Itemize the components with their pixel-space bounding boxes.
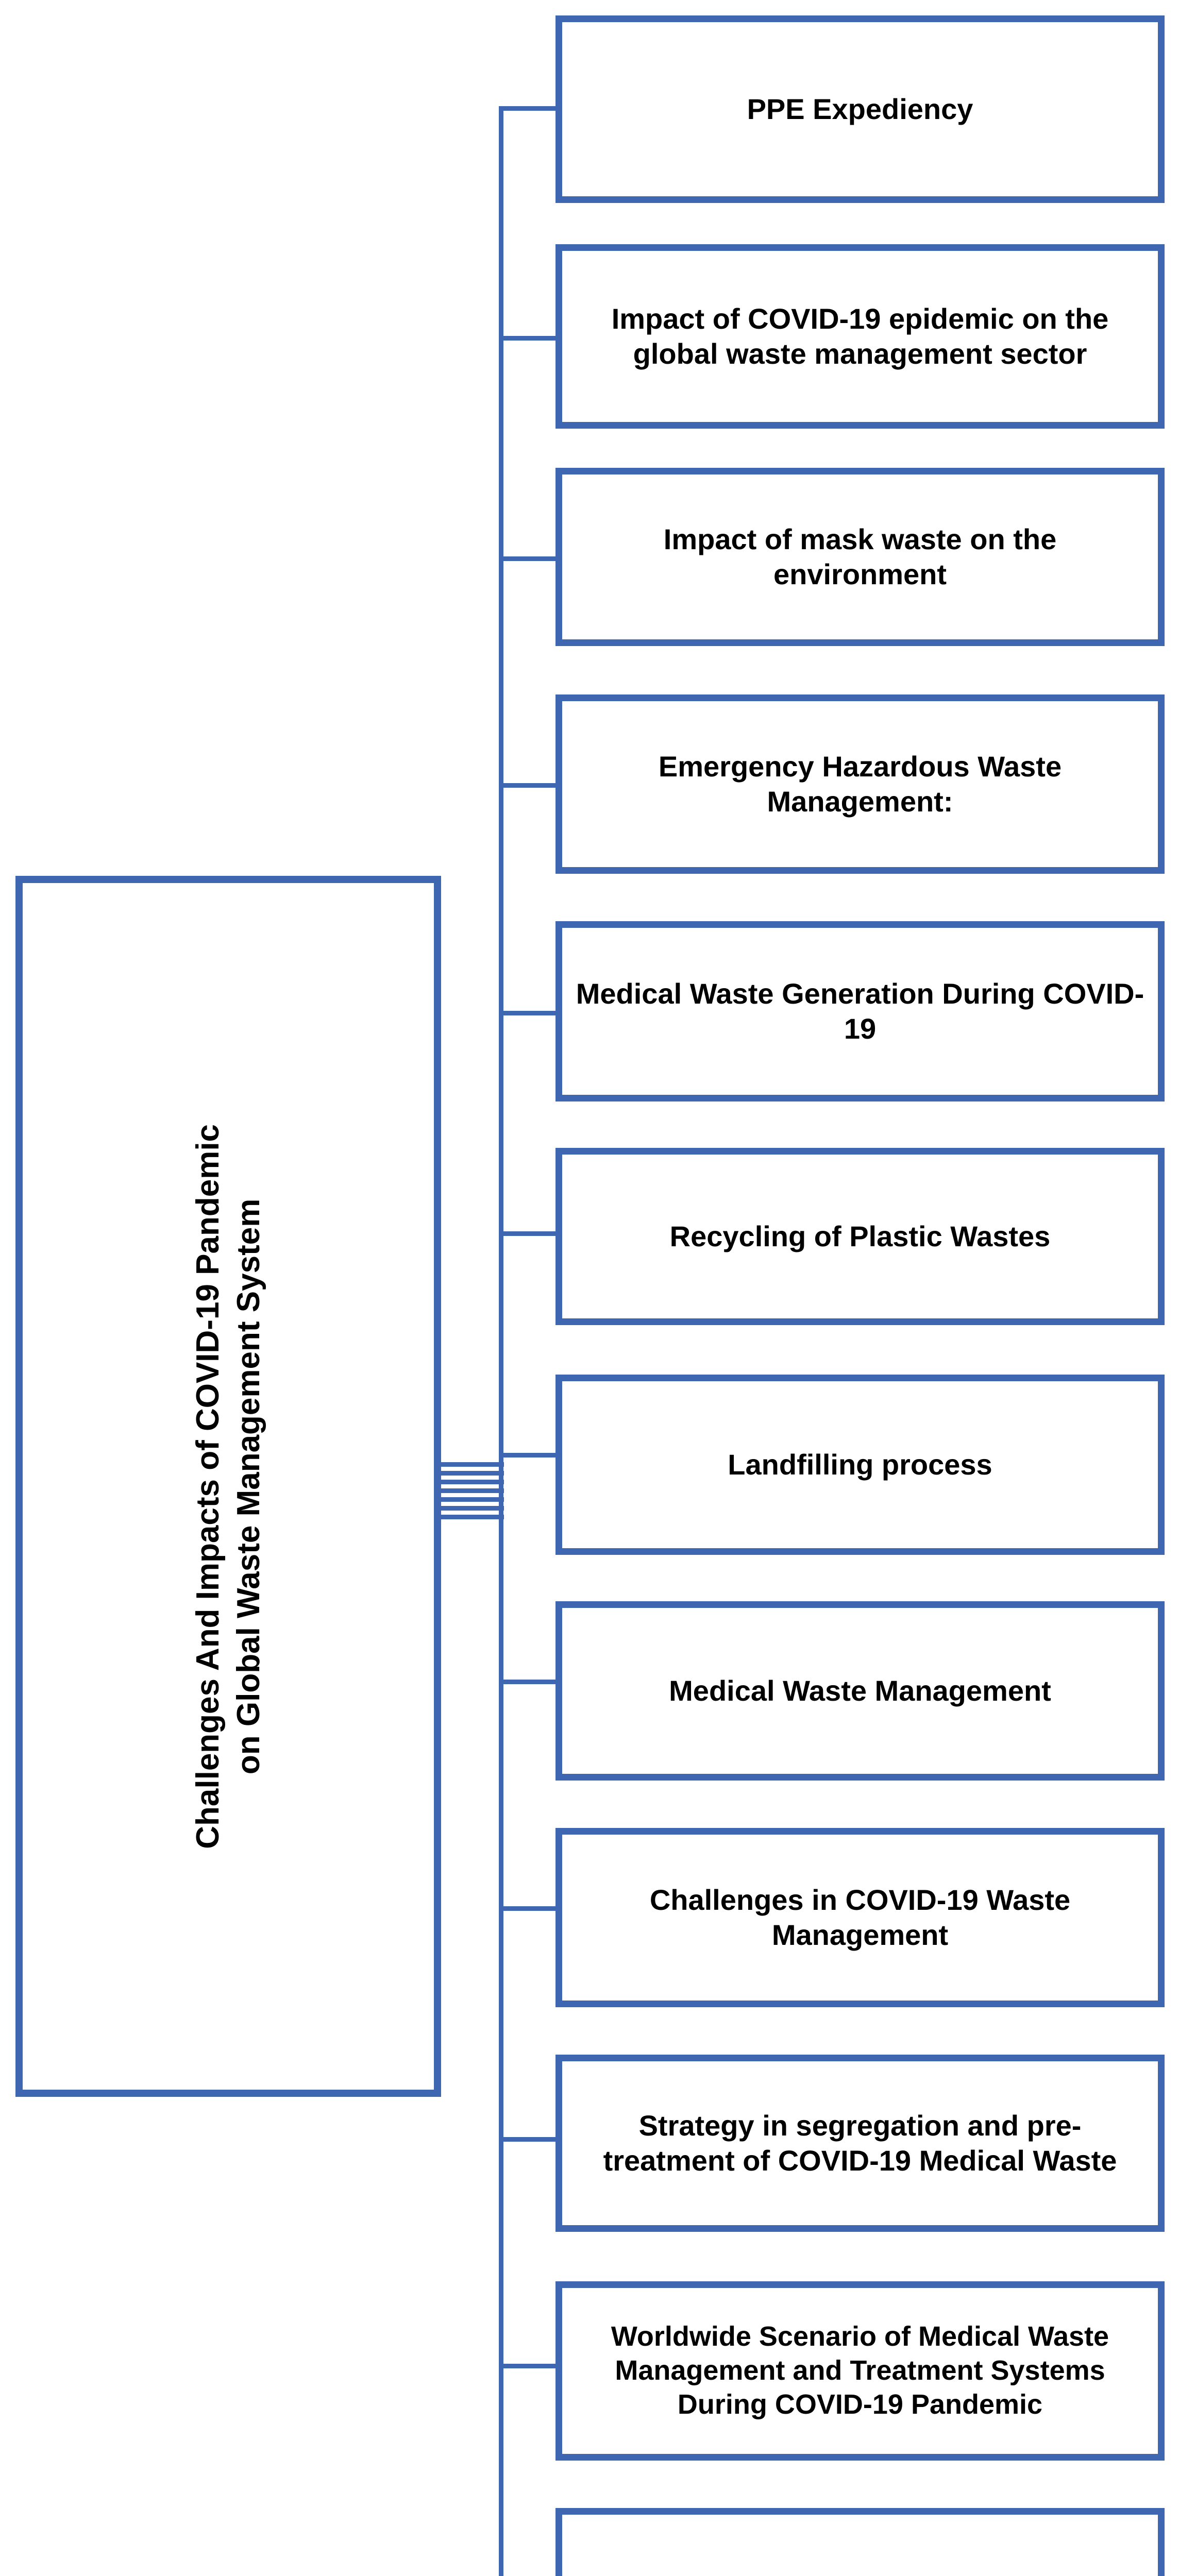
connector-bundle-line-1 xyxy=(441,1462,504,1467)
connector-stub-10 xyxy=(499,2137,557,2142)
branch-node-7[interactable]: Landfilling process xyxy=(555,1375,1165,1555)
connector-stub-1 xyxy=(499,106,557,111)
branch-node-2-label: Impact of COVID-19 epidemic on the globa… xyxy=(611,302,1109,370)
connector-stub-3 xyxy=(499,556,557,561)
branch-node-9[interactable]: Challenges in COVID-19 Waste Management xyxy=(555,1828,1165,2007)
branch-node-4-label: Emergency Hazardous Waste Management: xyxy=(658,750,1062,818)
branch-node-10[interactable]: Strategy in segregation and pre-treatmen… xyxy=(555,2055,1165,2232)
branch-node-6-label: Recycling of Plastic Wastes xyxy=(669,1219,1051,1252)
branch-node-8-label: Medical Waste Management xyxy=(669,1674,1051,1707)
branch-node-3-label: Impact of mask waste on the environment xyxy=(663,522,1057,590)
root-title-line-2: on Global Waste Management System xyxy=(231,1198,266,1774)
branch-node-4[interactable]: Emergency Hazardous Waste Management: xyxy=(555,694,1165,874)
branch-node-11[interactable]: Worldwide Scenario of Medical Waste Mana… xyxy=(555,2281,1165,2461)
branch-node-8[interactable]: Medical Waste Management xyxy=(555,1601,1165,1781)
branch-node-2[interactable]: Impact of COVID-19 epidemic on the globa… xyxy=(555,244,1165,429)
branch-node-12[interactable]: Potential Plastic Waste Scenario xyxy=(555,2508,1165,2576)
connector-bundle-line-7 xyxy=(441,1515,504,1519)
connector-bundle-line-3 xyxy=(441,1480,504,1484)
root-node-box[interactable]: Challenges And Impacts of COVID-19 Pande… xyxy=(15,876,441,2097)
connector-stub-9 xyxy=(499,1906,557,1911)
connector-bundle-line-5 xyxy=(441,1497,504,1502)
connector-stub-11 xyxy=(499,2364,557,2368)
branch-node-7-label: Landfilling process xyxy=(728,1448,992,1481)
connector-bundle-line-2 xyxy=(441,1471,504,1476)
connector-stub-2 xyxy=(499,336,557,341)
connector-bundle-line-6 xyxy=(441,1506,504,1511)
connector-stub-8 xyxy=(499,1680,557,1684)
root-title-line-1: Challenges And Impacts of COVID-19 Pande… xyxy=(190,1124,226,1849)
connector-stub-6 xyxy=(499,1231,557,1236)
connector-trunk-vertical xyxy=(499,108,503,2576)
root-node-label: Challenges And Impacts of COVID-19 Pande… xyxy=(188,1124,270,1849)
branch-node-1[interactable]: PPE Expediency xyxy=(555,15,1165,203)
connector-bundle-line-4 xyxy=(441,1488,504,1493)
connector-stub-4 xyxy=(499,783,557,788)
branch-node-6[interactable]: Recycling of Plastic Wastes xyxy=(555,1148,1165,1325)
branch-node-10-label: Strategy in segregation and pre-treatmen… xyxy=(603,2109,1117,2177)
connector-stub-5 xyxy=(499,1011,557,1015)
connector-stub-7 xyxy=(499,1453,557,1458)
branch-node-3[interactable]: Impact of mask waste on the environment xyxy=(555,468,1165,646)
branch-node-11-label: Worldwide Scenario of Medical Waste Mana… xyxy=(611,2321,1109,2420)
branch-node-1-label: PPE Expediency xyxy=(747,92,973,125)
branch-node-5[interactable]: Medical Waste Generation During COVID-19 xyxy=(555,921,1165,1101)
branch-node-5-label: Medical Waste Generation During COVID-19 xyxy=(576,977,1144,1045)
branch-node-9-label: Challenges in COVID-19 Waste Management xyxy=(649,1883,1071,1951)
